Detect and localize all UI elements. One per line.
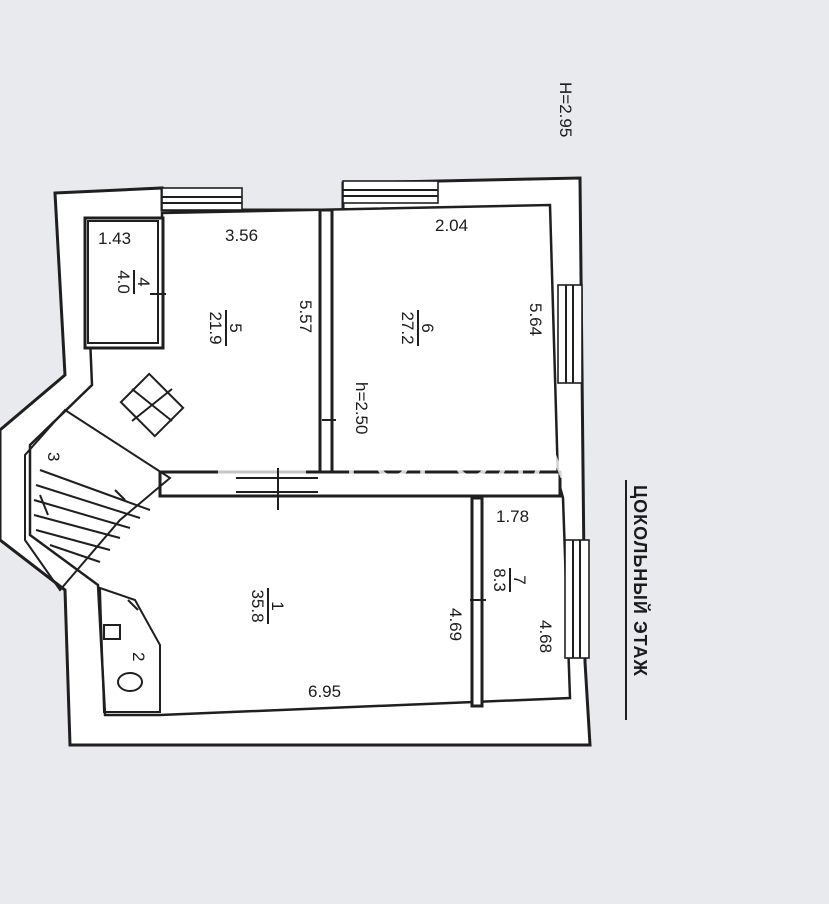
dim-6-95: 6.95 <box>308 682 341 701</box>
room-1-area: 35.8 <box>248 589 267 622</box>
room-7-area: 8.3 <box>490 568 509 592</box>
room-6-label: 6 27.2 <box>398 310 437 346</box>
room-6-area: 27.2 <box>398 311 417 344</box>
room-5-label: 5 21.9 <box>206 310 245 346</box>
room-6-number: 6 <box>418 323 437 332</box>
room-1-number: 1 <box>268 601 287 610</box>
watermark-logo <box>218 417 306 477</box>
floor-title: ЦОКОЛЬНЫЙ ЭТАЖ <box>630 485 651 677</box>
door-ticks <box>39 293 486 611</box>
room-7-number: 7 <box>510 575 529 584</box>
room-5-number: 5 <box>226 323 245 332</box>
window-top-left <box>161 187 243 211</box>
dim-1-43: 1.43 <box>98 229 131 248</box>
room-height: h=2.50 <box>352 382 371 434</box>
partitions <box>24 208 562 713</box>
window-right-upper <box>557 284 583 384</box>
bathroom-outline <box>98 586 161 713</box>
room-2-number: 2 <box>129 652 148 661</box>
partition-1-7 <box>470 496 484 708</box>
toilet-fixture <box>117 672 143 692</box>
room-4-area: 4.0 <box>114 270 133 294</box>
room-4-number: 4 <box>134 277 153 286</box>
dim-4-69: 4.69 <box>446 608 465 641</box>
dim-1-78: 1.78 <box>496 507 529 526</box>
partition-5-6 <box>318 208 334 474</box>
dim-2-04: 2.04 <box>435 216 468 235</box>
room-1-label: 1 35.8 <box>248 588 287 624</box>
room-3-number: 3 <box>44 452 63 461</box>
dim-5-57: 5.57 <box>296 300 315 333</box>
room-7-label: 7 8.3 <box>490 568 529 592</box>
room-4-label: 4 4.0 <box>114 270 153 294</box>
room-4-floor <box>87 220 159 344</box>
stair-well <box>24 408 172 592</box>
watermark-text: ГОРОДА <box>345 433 569 489</box>
window-right-lower <box>564 539 590 659</box>
dim-5-64: 5.64 <box>526 303 545 336</box>
ceiling-height: H=2.95 <box>556 82 575 137</box>
fixture-box-room-5 <box>119 372 185 438</box>
sink-fixture <box>103 624 121 640</box>
dim-3-56: 3.56 <box>225 226 258 245</box>
window-top-right <box>342 180 439 204</box>
room-5-area: 21.9 <box>206 311 225 344</box>
dim-4-68: 4.68 <box>536 620 555 653</box>
